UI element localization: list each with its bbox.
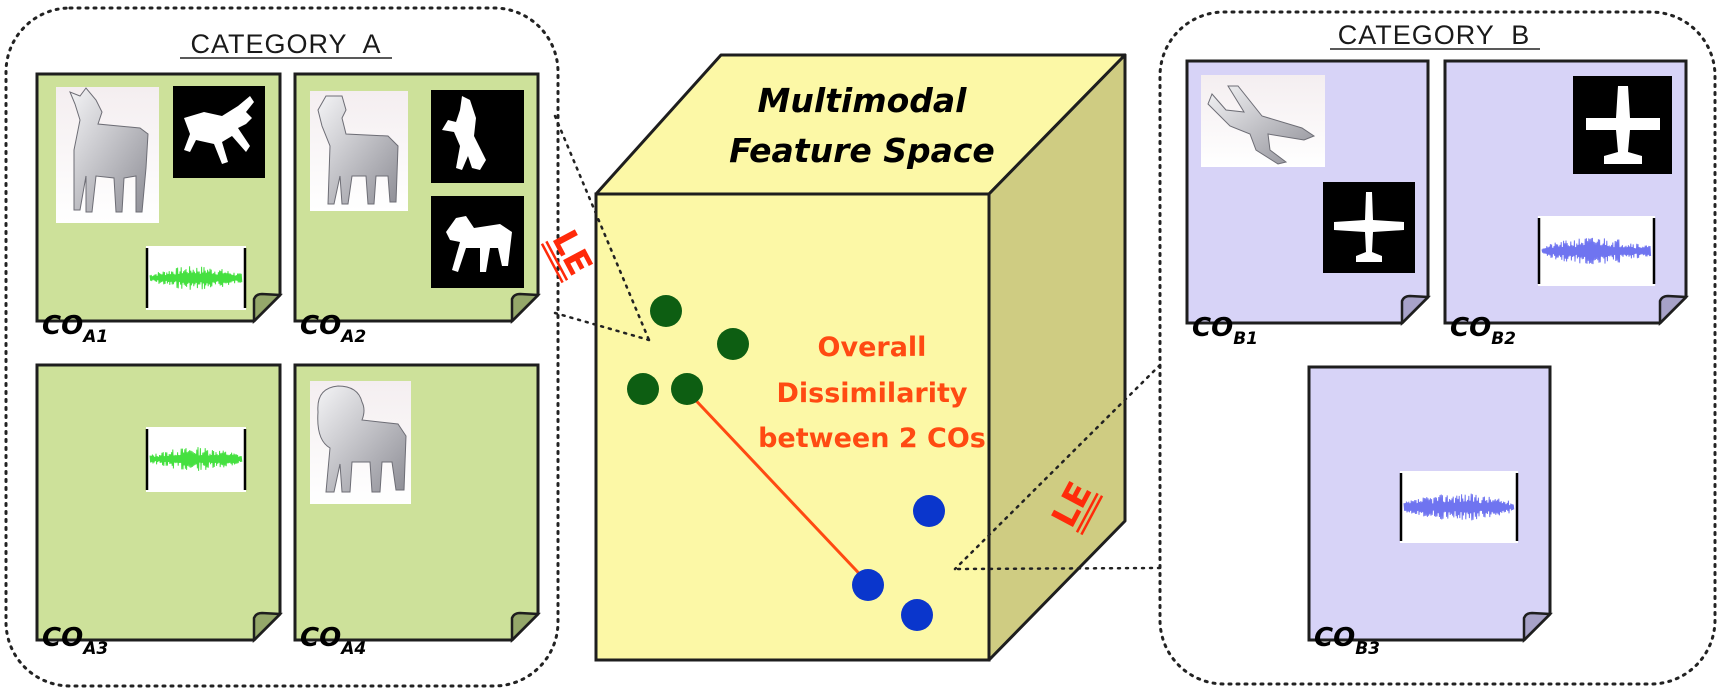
connector-a-lower	[553, 311, 651, 342]
waveform-b2	[1541, 237, 1652, 265]
audio-waveform-icon	[1399, 471, 1519, 543]
connector-b-lower	[953, 566, 1162, 571]
dog-silhouette-icon	[431, 196, 524, 288]
le-label-left: LE	[540, 224, 600, 284]
le-connectors	[553, 114, 1162, 571]
co-b3-label: COB3	[1314, 623, 1380, 659]
co-a4-card: COA4	[293, 363, 541, 659]
airplane-silhouette-icon	[1323, 182, 1415, 273]
feature-space-title-line2: Feature Space	[729, 131, 995, 170]
blue-point	[901, 599, 933, 631]
dog-3d-model-icon	[310, 91, 408, 211]
blue-point	[852, 569, 884, 601]
airplane-silhouette-icon	[1573, 76, 1672, 174]
feature-space-cube: Multimodal Feature Space	[594, 53, 1127, 662]
lion-3d-model-icon	[310, 381, 411, 504]
category-b-group: CATEGORY B COB1	[1158, 10, 1717, 686]
blue-point	[913, 495, 945, 527]
category-a-boundary	[4, 6, 560, 688]
category-a-points	[627, 295, 749, 405]
green-point	[627, 373, 659, 405]
waveform-b3	[1403, 493, 1515, 521]
co-b3-card: COB3	[1307, 365, 1553, 659]
co-a3-label: COA3	[42, 623, 108, 659]
waveform-a1	[149, 266, 243, 290]
connector-a-upper	[553, 114, 651, 342]
category-b-title: CATEGORY B	[1338, 20, 1531, 50]
category-a-group: CATEGORY A COA1	[4, 6, 560, 688]
co-a1-card: COA1	[35, 72, 283, 347]
category-a-title: CATEGORY A	[190, 29, 381, 59]
audio-waveform-icon	[1537, 216, 1656, 286]
co-a2-card: COA2	[293, 72, 541, 347]
green-point	[717, 328, 749, 360]
category-b-boundary	[1158, 10, 1717, 686]
green-point	[671, 373, 703, 405]
dissimilarity-line3: between 2 COs	[758, 423, 986, 454]
audio-waveform-icon	[145, 427, 247, 492]
connector-b-upper	[953, 363, 1162, 571]
waveform-a3	[149, 447, 243, 471]
co-b1-card: COB1	[1185, 59, 1431, 349]
co-b2-label: COB2	[1450, 313, 1516, 349]
dog-silhouette-icon	[173, 86, 265, 178]
co-a1-label: COA1	[42, 311, 108, 347]
feature-space-title-line1: Multimodal	[758, 81, 968, 120]
co-a3-card: COA3	[35, 363, 283, 659]
co-b1-label: COB1	[1192, 313, 1258, 349]
dissimilarity-line1: Overall	[818, 332, 927, 363]
airplane-3d-model-icon	[1201, 75, 1325, 167]
dissimilarity-line2: Dissimilarity	[776, 378, 967, 409]
co-b2-card: COB2	[1443, 59, 1689, 349]
dog-3d-model-icon	[56, 87, 159, 223]
dissimilarity-line	[684, 388, 872, 587]
dissimilarity-label: Overall Dissimilarity between 2 COs	[758, 332, 986, 454]
co-a4-label: COA4	[300, 623, 366, 659]
category-b-points	[852, 495, 945, 631]
cube-front-face	[594, 192, 991, 662]
audio-waveform-icon	[145, 246, 247, 310]
green-point	[650, 295, 682, 327]
co-a2-label: COA2	[300, 311, 366, 347]
dog-silhouette-icon	[431, 90, 524, 183]
